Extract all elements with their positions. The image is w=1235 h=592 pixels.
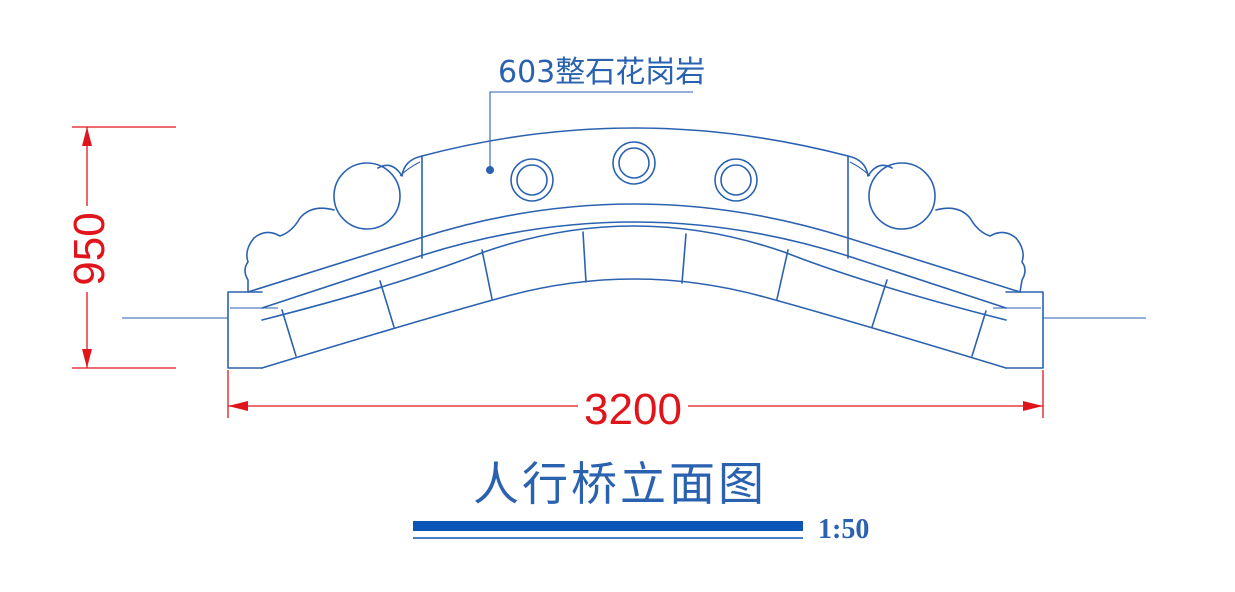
- arch-ring-inner: [261, 278, 1007, 369]
- material-callout: 603整石花岗岩: [486, 55, 705, 174]
- voussoir-joints: [281, 231, 987, 357]
- drawing-title: 人行桥立面图: [473, 457, 767, 511]
- callout-leader-line: [489, 91, 693, 170]
- title-underline-thick: [413, 521, 803, 531]
- height-dimension-text: 950: [65, 212, 114, 285]
- right-abutment: [1005, 291, 1044, 369]
- parapet-panel: [421, 127, 849, 259]
- callout-leader-dot: [486, 166, 494, 174]
- deck-lower-line: [261, 221, 1007, 309]
- bridge-body: [227, 127, 1044, 369]
- height-dimension: 950: [65, 126, 176, 369]
- left-balustrade-end: [244, 155, 423, 293]
- left-abutment: [227, 291, 263, 369]
- drawing-scale: 1:50: [818, 514, 869, 545]
- material-callout-text: 603整石花岗岩: [498, 55, 705, 90]
- title-block: 人行桥立面图 1:50: [413, 457, 869, 545]
- parapet-round-ornaments: [510, 141, 758, 202]
- span-dimension: 3200: [227, 370, 1044, 434]
- span-dimension-text: 3200: [584, 385, 682, 434]
- deck-top-line: [247, 203, 1021, 293]
- arch-ring-outer: [261, 225, 1007, 321]
- right-balustrade-end: [847, 155, 1026, 293]
